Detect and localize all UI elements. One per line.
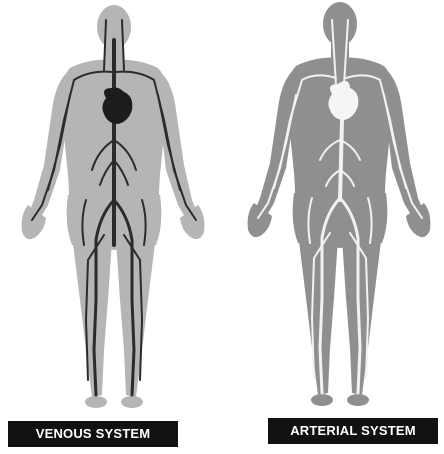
venous-system-panel: VENOUS SYSTEM (0, 0, 224, 454)
arterial-system-figure (224, 0, 444, 454)
arterial-body-silhouette (248, 2, 431, 406)
arterial-system-panel: ARTERIAL SYSTEM (224, 0, 444, 454)
arterial-system-caption: ARTERIAL SYSTEM (268, 418, 438, 444)
venous-system-figure (0, 0, 224, 454)
venous-system-caption: VENOUS SYSTEM (8, 421, 178, 447)
venous-vessel-network (32, 20, 196, 395)
